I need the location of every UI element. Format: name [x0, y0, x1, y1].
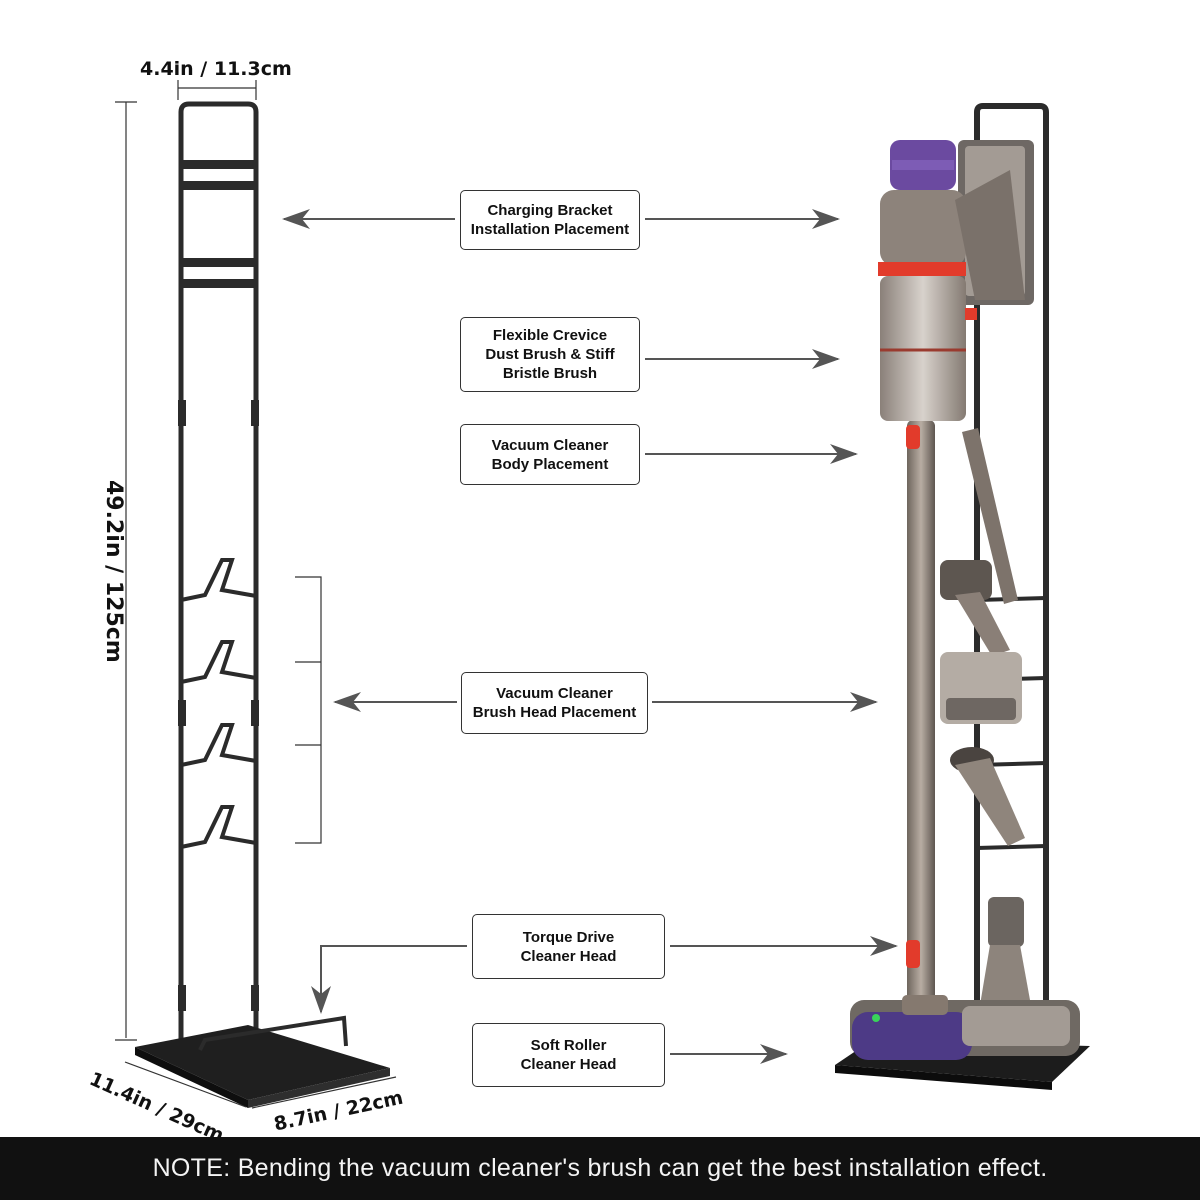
callout-arrows — [282, 209, 898, 1064]
stand-base — [135, 1015, 390, 1108]
label-body-placement: Vacuum Cleaner Body Placement — [460, 424, 640, 485]
dimension-height-label: 49.2in / 125cm — [101, 480, 126, 663]
label-torque-drive: Torque Drive Cleaner Head — [472, 914, 665, 979]
label-charging-bracket: Charging Bracket Installation Placement — [460, 190, 640, 250]
note-text: NOTE: Bending the vacuum cleaner's brush… — [152, 1154, 1048, 1182]
label-soft-roller: Soft Roller Cleaner Head — [472, 1023, 665, 1087]
dimension-lines — [115, 80, 397, 1109]
loaded-stand — [835, 103, 1090, 1090]
label-crevice-brush: Flexible Crevice Dust Brush & Stiff Bris… — [460, 317, 640, 392]
dimension-width-label: 4.4in / 11.3cm — [140, 58, 292, 80]
note-bar: NOTE: Bending the vacuum cleaner's brush… — [0, 1137, 1200, 1200]
bare-stand — [178, 101, 259, 1048]
label-brush-head: Vacuum Cleaner Brush Head Placement — [461, 672, 648, 734]
